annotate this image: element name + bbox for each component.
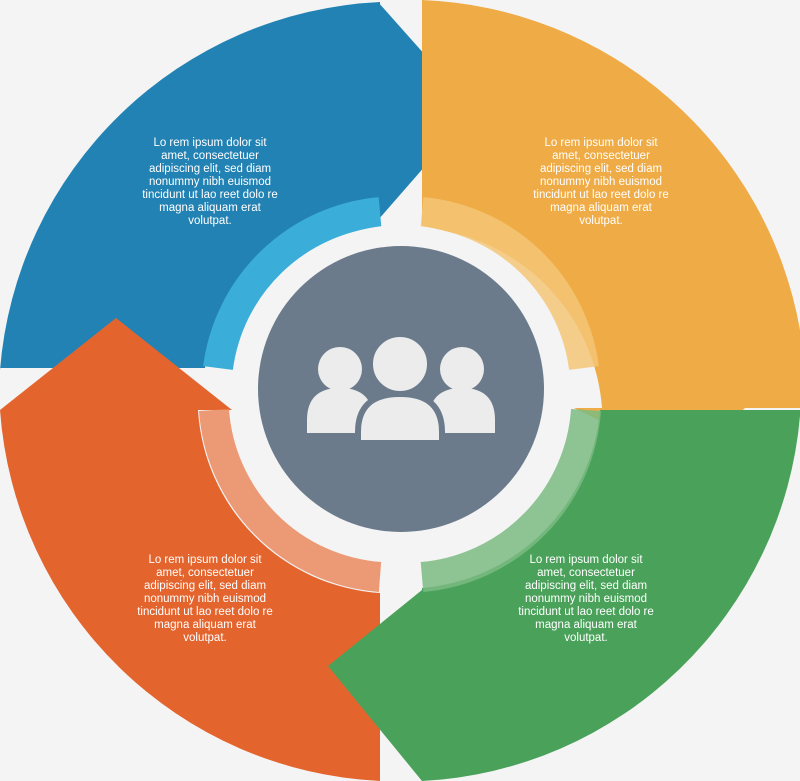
segment-text-line: amet, consectetuer [537,567,635,579]
segment-text-line: Lo rem ipsum dolor sit [153,137,267,149]
segment-text-line: tincidunt ut lao reet dolo re [142,189,278,201]
people-group-icon [307,331,495,446]
ring-arc-blue [203,197,382,371]
segment-red-arrow [0,318,232,410]
segment-text-line: adipiscing elit, sed diam [539,163,663,175]
segment-text-line: nonummy nibh euismod [148,176,272,188]
segment-green [328,410,800,781]
segment-text-line: volutpat. [188,215,232,227]
segment-text-line: adipiscing elit, sed diam [148,163,272,175]
segment-text-line: magna aliquam erat [154,619,256,631]
segment-text-line: adipiscing elit, sed diam [143,580,267,592]
segment-text-line: tincidunt ut lao reet dolo re [533,189,669,201]
segment-text-line: volutpat. [579,215,623,227]
ring-arc-green [420,408,601,592]
segment-text-line: volutpat. [183,632,227,644]
segment-text-line: magna aliquam erat [159,202,261,214]
segment-text-line: amet, consectetuer [161,150,259,162]
segment-text-line: magna aliquam erat [535,619,637,631]
segment-text-line: adipiscing elit, sed diam [524,580,648,592]
segment-text-line: volutpat. [564,632,608,644]
segment-text-line: amet, consectetuer [156,567,254,579]
segment-text-line: tincidunt ut lao reet dolo re [518,606,654,618]
segment-text-line: nonummy nibh euismod [524,593,648,605]
segment-text-line: magna aliquam erat [550,202,652,214]
segment-text-line: tincidunt ut lao reet dolo re [137,606,273,618]
segment-blue [0,2,380,370]
segment-red [0,410,380,781]
segment-text-line: nonummy nibh euismod [143,593,267,605]
ring-arc-orange [420,197,599,371]
segment-text-line: nonummy nibh euismod [539,176,663,188]
segment-orange [422,0,800,462]
segment-text-line: Lo rem ipsum dolor sit [148,554,262,566]
ring-arc-red [199,408,382,592]
segment-text-line: Lo rem ipsum dolor sit [529,554,643,566]
segment-text-line: amet, consectetuer [552,150,650,162]
segment-text-line: Lo rem ipsum dolor sit [544,137,658,149]
